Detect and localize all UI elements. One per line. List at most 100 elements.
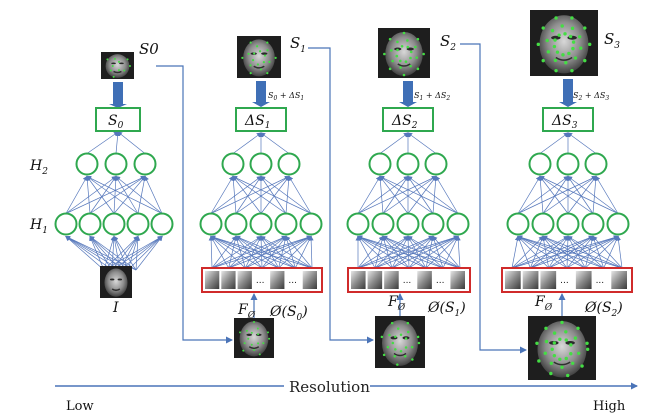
face-shape <box>385 32 423 76</box>
face-eye <box>109 278 115 281</box>
network-edge <box>260 175 312 214</box>
landmark-point <box>417 341 421 345</box>
network-edge <box>285 235 313 269</box>
face-mouth <box>111 288 121 292</box>
landmark-point <box>536 42 540 47</box>
network-edge <box>407 175 434 214</box>
neuron <box>133 152 157 176</box>
network-edge <box>379 175 459 214</box>
neuron <box>78 212 102 236</box>
landmark-point <box>560 365 564 369</box>
network-edge <box>357 235 410 269</box>
network-edge <box>567 175 597 214</box>
network-edge <box>407 175 459 214</box>
network-edge <box>357 175 409 214</box>
landmark-point <box>586 347 590 351</box>
stage1-output-face <box>237 36 281 78</box>
network-edge <box>537 175 544 214</box>
landmark-point <box>541 26 545 30</box>
network-edge <box>567 175 619 214</box>
network-edge <box>407 175 437 214</box>
neuron <box>446 212 470 236</box>
landmark-point <box>535 341 539 345</box>
landmark-point <box>259 50 262 53</box>
network-edge <box>210 175 290 214</box>
network-edge <box>382 235 427 269</box>
face-mouth <box>113 70 122 74</box>
landmark-point <box>247 52 250 55</box>
network-edge <box>382 175 409 214</box>
network-edge <box>382 235 410 269</box>
network-edge <box>210 235 263 269</box>
landmark-point <box>243 342 246 345</box>
neuron <box>421 212 445 236</box>
landmark-point <box>577 35 582 39</box>
stage3-phi-label: Ø(S2) <box>584 300 623 319</box>
landmark-point <box>569 343 573 347</box>
stage2-output-arrow <box>399 81 417 107</box>
landmark-point <box>563 32 567 36</box>
network-edge <box>210 235 296 269</box>
landmark-point <box>409 64 412 68</box>
network-edge <box>65 235 137 271</box>
network-edges <box>65 131 623 271</box>
stage3-output-label: S3 <box>604 30 620 51</box>
landmark-point <box>404 346 408 349</box>
network-edge <box>539 175 569 214</box>
landmark-point <box>568 34 573 39</box>
neuron <box>531 212 555 236</box>
landmark-point <box>388 67 392 71</box>
network-edge <box>235 175 290 214</box>
landmark-point <box>399 350 403 353</box>
landmark-point <box>399 333 403 337</box>
landmark-point <box>406 45 410 49</box>
network-edge <box>232 175 287 214</box>
landmark-point <box>241 56 244 59</box>
landmark-point <box>558 357 562 361</box>
network-edge <box>113 235 137 271</box>
network-edge <box>210 235 246 269</box>
landmark-point <box>570 361 575 365</box>
landmark-point <box>552 353 557 358</box>
landmark-point <box>544 326 548 330</box>
network-edge <box>232 175 262 214</box>
network-edge <box>530 235 619 269</box>
network-edge <box>382 236 444 269</box>
network-edge <box>517 235 568 269</box>
landmark-point <box>407 330 410 334</box>
network-edge <box>517 235 549 269</box>
landmark-point <box>579 46 583 50</box>
landmark-point <box>395 54 399 58</box>
network-edge <box>530 235 544 269</box>
landmark-point <box>109 69 112 72</box>
neuron <box>277 152 301 176</box>
neuron <box>75 152 99 176</box>
feature-patch <box>367 271 383 289</box>
stage0-output-box <box>95 107 141 132</box>
landmark-point <box>544 339 549 344</box>
network-edge <box>89 235 129 271</box>
stage2-feature-label: FØ <box>387 294 406 313</box>
landmark-point <box>557 33 561 37</box>
landmark-point <box>126 58 129 61</box>
network-edge <box>592 175 599 214</box>
stage3-input-face <box>528 316 596 380</box>
network-edge <box>210 235 279 269</box>
landmark-point <box>268 337 271 340</box>
network-edge <box>603 235 619 269</box>
network-edge <box>542 175 597 214</box>
face-shape <box>537 321 587 378</box>
feature-patch <box>540 271 557 289</box>
feature-ellipsis: ... <box>596 276 605 286</box>
network-edge <box>435 175 459 214</box>
landmark-point <box>390 49 393 52</box>
feature-patch <box>237 271 252 289</box>
face-mouth <box>393 352 407 357</box>
network-edge <box>566 235 619 269</box>
network-edge <box>113 175 119 214</box>
network-edge <box>567 235 623 269</box>
landmark-point <box>256 63 259 66</box>
neuron <box>424 152 448 176</box>
network-edge <box>425 235 459 269</box>
